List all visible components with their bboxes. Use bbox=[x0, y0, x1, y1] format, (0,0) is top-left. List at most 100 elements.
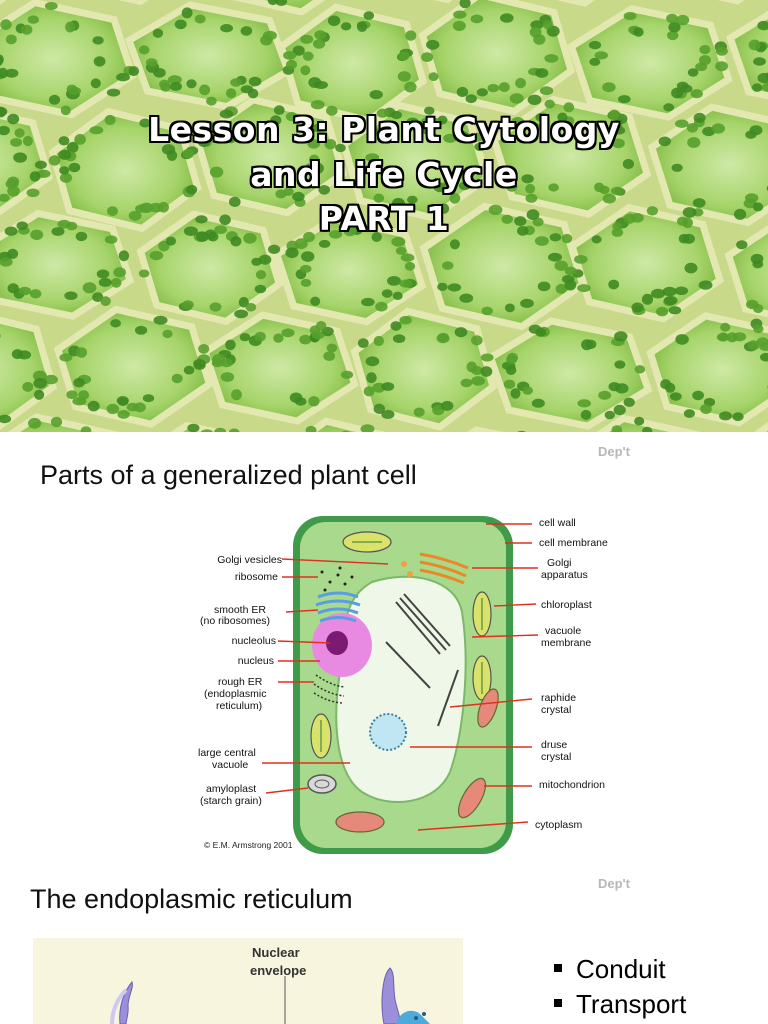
chloroplast-dot bbox=[750, 253, 764, 265]
chloroplast-dot bbox=[318, 185, 331, 195]
chloroplast-dot bbox=[303, 231, 315, 243]
chloroplast-dot bbox=[243, 232, 257, 244]
chloroplast-dot bbox=[67, 86, 82, 95]
leaf-cell bbox=[305, 417, 386, 432]
chloroplast-dot bbox=[365, 153, 380, 162]
chloroplast-dot bbox=[231, 389, 242, 401]
chloroplast-dot bbox=[528, 324, 542, 334]
chloroplast-dot bbox=[34, 389, 45, 400]
label-cell-membrane: cell membrane bbox=[539, 537, 608, 549]
chloroplast-dot bbox=[262, 30, 277, 41]
chloroplast-dot bbox=[340, 370, 354, 379]
chloroplast-dot bbox=[106, 403, 120, 415]
chloroplast-dot bbox=[376, 108, 389, 118]
chloroplast-dot bbox=[668, 22, 681, 33]
chloroplast-dot bbox=[209, 166, 224, 178]
chloroplast-dot bbox=[515, 77, 526, 89]
chloroplast-dot bbox=[219, 109, 234, 119]
chloroplast-dot bbox=[580, 409, 592, 420]
leaf-cell bbox=[48, 107, 202, 233]
chloroplast-dot bbox=[44, 2, 58, 10]
chloroplast-dot bbox=[165, 236, 176, 246]
leaf-cell bbox=[556, 0, 596, 7]
chloroplast-dot bbox=[309, 154, 320, 166]
chloroplast-dot bbox=[366, 372, 377, 384]
chloroplast-dot bbox=[153, 315, 168, 325]
chloroplast-dot bbox=[373, 335, 384, 347]
chloroplast-dot bbox=[399, 279, 413, 288]
chloroplast-dot bbox=[437, 282, 448, 291]
chloroplast-dot bbox=[711, 123, 725, 134]
chloroplast-dot bbox=[527, 122, 542, 132]
chloroplast-dot bbox=[666, 13, 678, 24]
leaf-cell bbox=[232, 0, 326, 16]
chloroplast-dot bbox=[506, 354, 518, 364]
chloroplast-dot bbox=[500, 13, 514, 23]
chloroplast-dot bbox=[0, 257, 13, 267]
chloroplast-dot bbox=[169, 81, 182, 91]
chloroplast-dot bbox=[459, 0, 471, 9]
chloroplast-dot bbox=[239, 333, 251, 342]
chloroplast-dot bbox=[613, 126, 626, 135]
chloroplast-dot bbox=[294, 238, 308, 250]
chloroplast-dot bbox=[488, 204, 503, 215]
chloroplast-dot bbox=[585, 339, 597, 349]
chloroplast-dot bbox=[745, 130, 757, 139]
chloroplast-dot bbox=[427, 117, 440, 128]
chloroplast-dot bbox=[510, 388, 521, 399]
chloroplast-dot bbox=[304, 163, 317, 173]
chloroplast-dot bbox=[59, 353, 73, 362]
chloroplast-dot bbox=[65, 21, 76, 33]
chloroplast-dot bbox=[96, 269, 110, 279]
title-line-1: Lesson 3: Plant Cytology bbox=[148, 110, 620, 149]
leaf-cell bbox=[0, 316, 58, 430]
chloroplast-dot bbox=[404, 261, 416, 271]
chloroplast-dot bbox=[658, 136, 671, 147]
chloroplast-dot bbox=[335, 143, 346, 153]
chloroplast-dot bbox=[363, 386, 375, 397]
label-vacuole-membrane-2: membrane bbox=[541, 637, 592, 649]
chloroplast-dot bbox=[230, 236, 242, 247]
chloroplast-dot bbox=[60, 105, 71, 116]
chloroplast-dot bbox=[683, 409, 695, 418]
chloroplast-dot bbox=[373, 193, 385, 203]
chloroplast-dot bbox=[365, 356, 380, 367]
chloroplast-dot bbox=[100, 296, 111, 307]
chloroplast-dot bbox=[59, 172, 73, 183]
chloroplast-dot bbox=[92, 36, 104, 45]
chloroplast-dot bbox=[381, 382, 395, 391]
plant-cell-slide: Dep't Parts of a generalized plant cell bbox=[0, 432, 768, 864]
chloroplast-dot bbox=[608, 109, 620, 121]
chloroplast-dot bbox=[665, 382, 676, 393]
chloroplast-dot bbox=[441, 400, 454, 411]
chloroplast-dot bbox=[611, 186, 624, 196]
label-cytoplasm: cytoplasm bbox=[535, 819, 583, 831]
chloroplast-dot bbox=[687, 68, 699, 77]
chloroplast-dot bbox=[642, 426, 653, 432]
chloroplast-dot bbox=[381, 289, 393, 298]
chloroplast-dot bbox=[594, 182, 605, 193]
chloroplast-dot bbox=[398, 51, 410, 61]
label-ribosome: ribosome bbox=[234, 571, 278, 583]
chloroplast-dot bbox=[16, 221, 28, 230]
chloroplast-dot bbox=[98, 277, 112, 287]
chloroplast-dot bbox=[675, 334, 689, 345]
chloroplast-dot bbox=[270, 115, 282, 126]
chloroplast-dot bbox=[357, 338, 369, 348]
chloroplast-dot bbox=[611, 425, 623, 432]
chloroplast-dot bbox=[651, 288, 665, 299]
chloroplast-dot bbox=[48, 155, 61, 166]
chloroplast-dot bbox=[548, 252, 562, 262]
leaf-cell bbox=[117, 0, 149, 6]
chloroplast-dot bbox=[149, 250, 164, 261]
chloroplast-dot bbox=[313, 39, 326, 49]
chloroplast-dot bbox=[757, 72, 768, 84]
chloroplast-dot bbox=[539, 86, 554, 96]
label-vacuole-membrane-1: vacuole bbox=[545, 625, 582, 637]
chloroplast-dot bbox=[139, 118, 151, 128]
chloroplast-dot bbox=[166, 150, 178, 161]
chloroplast-dot bbox=[286, 59, 297, 70]
chloroplast-dot bbox=[174, 19, 187, 30]
chloroplast-dot bbox=[391, 110, 402, 120]
chloroplast-dot bbox=[472, 132, 484, 142]
